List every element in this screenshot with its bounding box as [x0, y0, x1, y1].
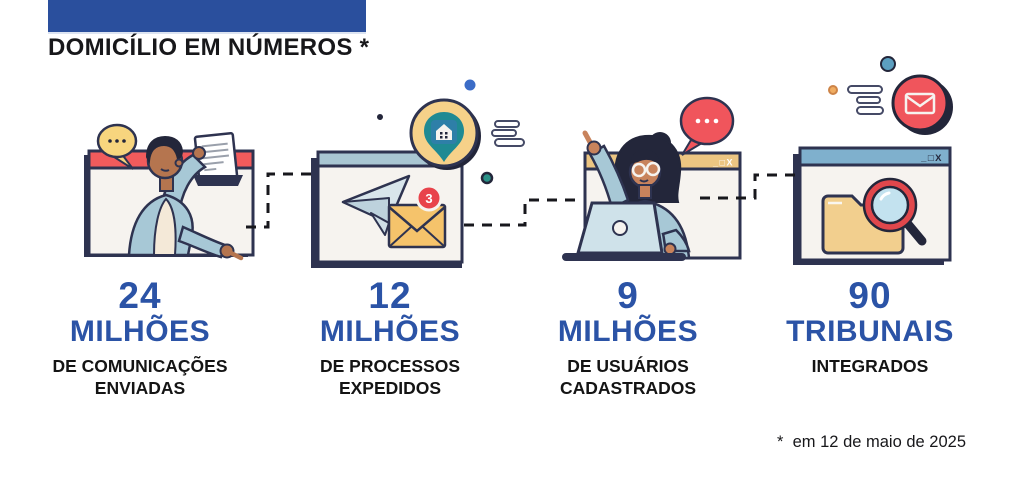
location-pin-badge	[409, 98, 481, 170]
connector-2	[464, 198, 578, 227]
stat-tribunais: 90 TRIBUNAIS INTEGRADOS	[750, 277, 990, 378]
man-figure	[127, 135, 244, 261]
magnifier-icon	[862, 177, 927, 246]
map-pin-icon	[424, 112, 464, 162]
stat-label-line2: ENVIADAS	[94, 378, 186, 399]
dot-dark	[377, 114, 383, 120]
connector-1	[246, 172, 316, 229]
woman-figure	[582, 130, 691, 260]
header-accent-bar	[48, 0, 366, 34]
stat-unit: TRIBUNAIS	[786, 315, 954, 348]
stat-label-line1: DE USUÁRIOS	[567, 356, 689, 377]
document-icon	[193, 131, 239, 184]
stat-unit: MILHÕES	[557, 315, 699, 348]
window-controls-icon: _□X	[712, 158, 734, 168]
stat-label-line1: DE COMUNICAÇÕES	[52, 356, 228, 377]
dot-blue	[464, 79, 476, 91]
browser-window	[87, 149, 255, 257]
page-title: DOMICÍLIO EM NÚMEROS *	[48, 34, 370, 61]
window-titlebar	[583, 151, 742, 171]
stat-value: 9	[617, 275, 639, 316]
window-titlebar	[798, 146, 952, 167]
window-shadow	[793, 154, 944, 265]
illustration-tribunals: _□X	[793, 56, 953, 265]
dot-orange	[828, 85, 838, 95]
notification-badge: 3	[415, 184, 443, 212]
illustration-processes: 3	[311, 79, 525, 268]
footnote: * em 12 de maio de 2025	[777, 433, 966, 451]
document-tray	[193, 175, 243, 186]
laptop-icon	[562, 201, 686, 261]
stat-unit: MILHÕES	[319, 315, 461, 348]
mail-badge-icon	[891, 74, 953, 135]
stat-label: INTEGRADOS	[750, 356, 990, 378]
window-titlebar	[87, 149, 255, 170]
notification-count: 3	[425, 191, 432, 206]
house-icon	[436, 124, 452, 140]
stat-unit: MILHÕES	[69, 315, 211, 348]
stat-label-line2: CADASTRADOS	[559, 378, 697, 399]
browser-window	[798, 146, 952, 262]
stat-processos: 12 MILHÕES DE PROCESSOS EXPEDIDOS	[270, 277, 510, 400]
id-badge	[641, 223, 656, 242]
stat-value: 12	[368, 275, 412, 316]
stat-label: DE COMUNICAÇÕES ENVIADAS	[20, 356, 260, 400]
envelope-icon	[387, 203, 447, 249]
stat-label: DE PROCESSOS EXPEDIDOS	[270, 356, 510, 400]
window-shadow	[311, 158, 462, 268]
stat-value: 24	[118, 275, 162, 316]
dot-blue	[880, 56, 896, 72]
stat-label-line1: DE PROCESSOS	[319, 356, 461, 377]
speech-bubble-icon	[679, 96, 735, 156]
illustration-communications	[84, 123, 255, 261]
illustration-users: _□X	[562, 96, 742, 261]
browser-window	[583, 151, 742, 260]
window-titlebar	[316, 150, 464, 168]
connector-3	[700, 173, 800, 200]
window-controls-icon: _□X	[920, 153, 943, 164]
speech-bubble-icon	[96, 123, 138, 170]
stat-label-line2: EXPEDIDOS	[338, 378, 442, 399]
glasses-icon	[631, 162, 647, 178]
folder-icon	[821, 194, 905, 255]
lanyard	[639, 205, 653, 226]
window-shadow	[84, 155, 248, 257]
browser-window	[316, 150, 464, 264]
speed-lines-icon	[847, 85, 884, 115]
stat-comunicacoes: 24 MILHÕES DE COMUNICAÇÕES ENVIADAS	[20, 277, 260, 400]
dot-teal	[480, 171, 494, 185]
paper-plane-icon	[341, 174, 411, 236]
stat-usuarios: 9 MILHÕES DE USUÁRIOS CADASTRADOS	[508, 277, 748, 400]
stat-label: DE USUÁRIOS CADASTRADOS	[508, 356, 748, 400]
stat-value: 90	[848, 275, 892, 316]
menu-lines-icon	[491, 120, 525, 147]
stat-label-line1: INTEGRADOS	[811, 356, 929, 377]
